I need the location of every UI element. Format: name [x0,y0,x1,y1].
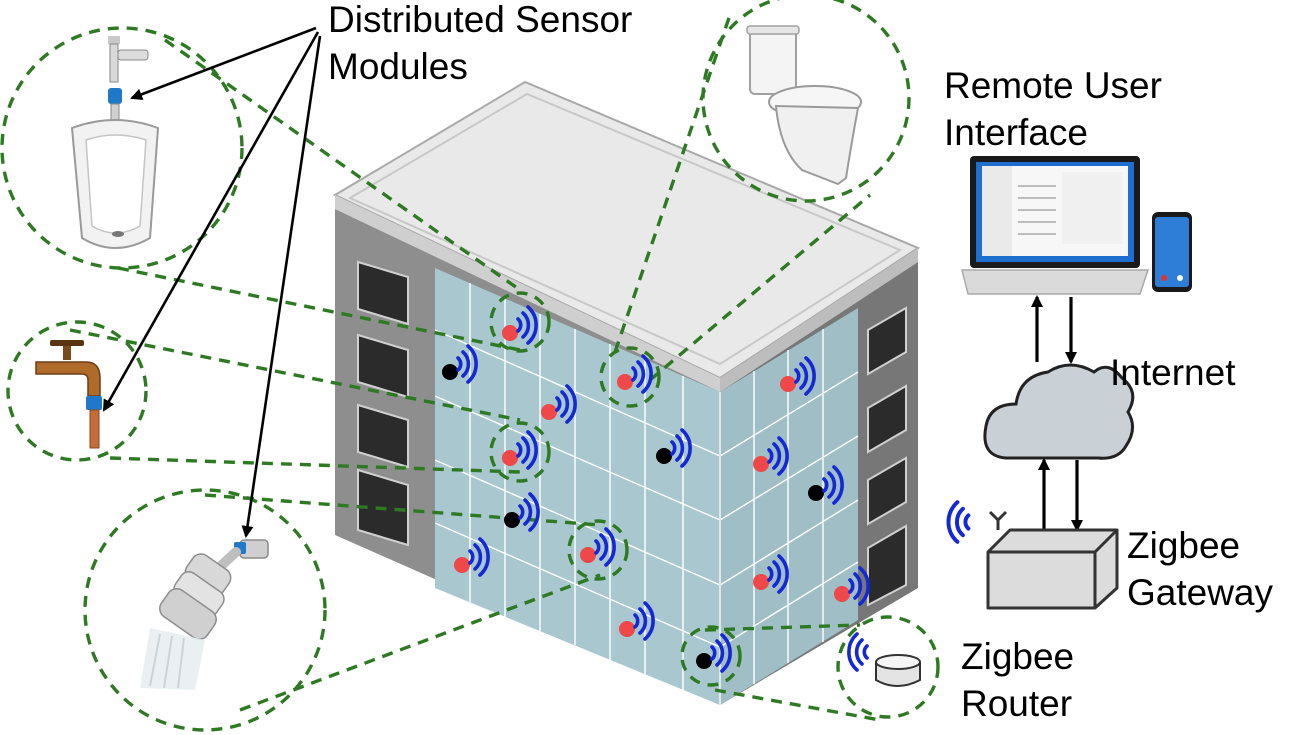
router-puck-icon [875,654,921,687]
remote-ui-label-line2: Interface [944,112,1088,153]
sensor-module-arrows [102,26,322,538]
leader-lines [69,14,881,722]
sensor-node [753,554,789,594]
router-node [656,428,692,468]
sensor-node [502,430,538,470]
sensor-node [580,527,616,567]
sensor-node [454,537,490,577]
sensor-nodes [442,305,870,673]
sensor-modules-label-line2: Modules [328,46,468,87]
router-node [808,465,844,505]
sensor-node [619,601,655,641]
showerhead-icon [140,539,269,690]
laptop-icon [961,156,1150,295]
toilet-icon [746,25,862,186]
urinal-icon [70,36,160,249]
urinal-callout [0,26,244,270]
wireless-signal-icon [847,632,869,672]
sensor-modules-label-line1: Distributed Sensor [328,0,632,40]
sensor-node [780,356,816,396]
sensor-node [541,384,577,424]
router-label-line1: Zigbee [961,636,1074,677]
router-node [696,633,732,673]
gateway-link-arrows [1038,458,1083,532]
sensor-node [617,354,653,394]
faucet-callout [6,320,148,462]
internet-link-arrows [1031,295,1077,364]
router-callout [836,615,940,719]
gateway-box-icon [986,510,1119,610]
remote-ui-label-line1: Remote User [944,65,1162,106]
internet-label: Internet [1110,352,1236,393]
sensor-node [502,305,538,345]
faucet-icon [35,340,102,449]
toilet-callout [701,0,911,203]
smartphone-icon [1152,212,1192,292]
router-node [442,344,478,384]
shower-callout [83,488,327,732]
wireless-signal-icon [946,500,971,544]
sensor-node [834,566,870,606]
gateway-label-line1: Zigbee [1127,525,1240,566]
router-label-line2: Router [961,683,1072,724]
highlight-circles [489,291,742,687]
sensor-node [753,436,789,476]
router-node [504,492,540,532]
gateway-label-line2: Gateway [1127,572,1274,613]
cloud-icon [983,363,1135,460]
